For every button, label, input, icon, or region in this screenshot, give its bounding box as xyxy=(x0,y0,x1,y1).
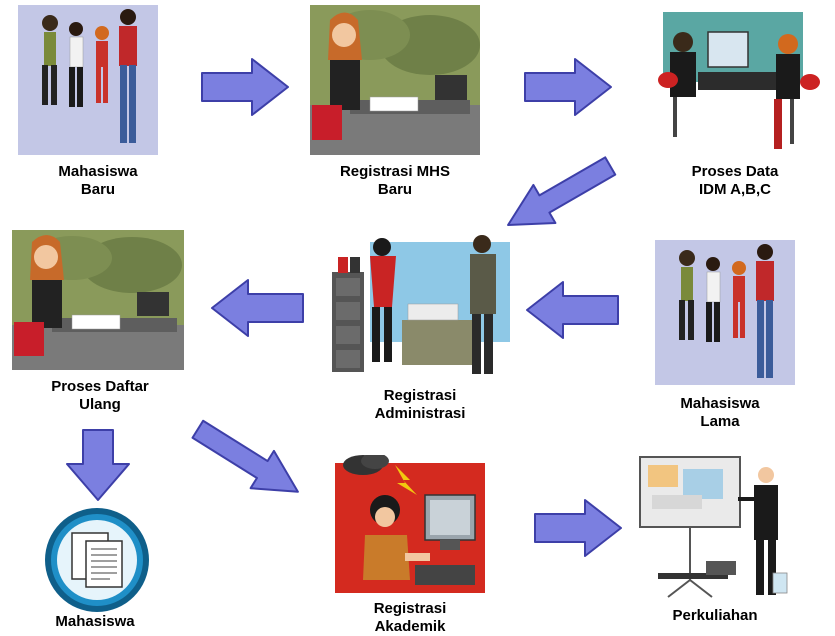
node-label: Registrasi Administrasi xyxy=(374,387,466,422)
node-label: Mahasiswa Lama xyxy=(680,395,760,430)
documents-icon xyxy=(40,505,155,615)
node-label: Registrasi MHS Baru xyxy=(339,163,451,198)
arrow-right-1 xyxy=(200,57,290,117)
arrow-diagonal-down-left xyxy=(495,150,625,240)
woman-writing-at-desk-illustration xyxy=(12,230,184,370)
arrow-left-2 xyxy=(210,278,305,338)
arrow-right-2 xyxy=(523,57,613,117)
office-filing-illustration xyxy=(330,232,515,380)
stressed-woman-at-computer-illustration xyxy=(335,455,485,593)
node-label: Registrasi Akademik xyxy=(373,600,447,635)
arrow-down xyxy=(65,428,131,502)
lecturer-presentation-illustration xyxy=(638,455,793,603)
arrow-diagonal-down-right xyxy=(185,415,310,505)
node-label: Proses Daftar Ulang xyxy=(51,378,149,413)
arrow-left-1 xyxy=(525,280,620,340)
node-label: Perkuliahan xyxy=(672,607,758,624)
node-label: Proses Data IDM A,B,C xyxy=(691,163,779,198)
two-people-at-computer-illustration xyxy=(648,12,823,157)
students-group-illustration xyxy=(655,240,795,385)
node-label: Mahasiswa xyxy=(55,613,135,630)
node-label: Mahasiswa Baru xyxy=(58,163,138,198)
students-group-illustration xyxy=(18,5,158,155)
arrow-right-3 xyxy=(533,498,623,558)
woman-writing-at-desk-illustration xyxy=(310,5,480,155)
